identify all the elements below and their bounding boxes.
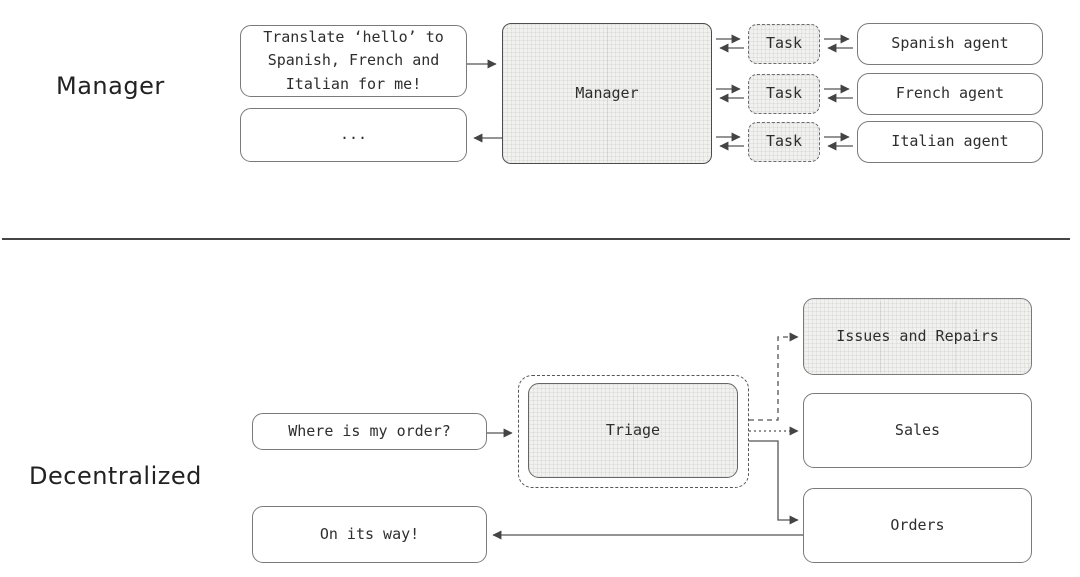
order-response-box: On its way! xyxy=(252,506,487,563)
section-divider xyxy=(2,238,1070,240)
user-prompt-text: Translate ‘hello’ to Spanish, French and… xyxy=(263,28,444,93)
agent-box-french: French agent xyxy=(857,73,1043,115)
agent-box-spanish: Spanish agent xyxy=(857,23,1043,65)
arrow-triage-to-issues-dashed xyxy=(749,332,799,421)
manager-hub-box: Manager xyxy=(502,23,712,164)
agent-box-orders: Orders xyxy=(803,488,1032,563)
arrow-triage-to-orders xyxy=(749,440,799,525)
task-box-1: Task xyxy=(748,24,820,64)
agent-box-issues-repairs: Issues and Repairs xyxy=(803,298,1032,375)
agent-box-italian: Italian agent xyxy=(857,121,1043,163)
decentralized-section-label: Decentralized xyxy=(29,462,202,490)
user-prompt-box: Translate ‘hello’ to Spanish, French and… xyxy=(240,25,467,97)
order-question-box: Where is my order? xyxy=(252,413,487,450)
task-box-3: Task xyxy=(748,122,820,162)
triage-outer-dashed-box xyxy=(518,375,749,488)
triage-hub-box: Triage xyxy=(528,383,738,478)
manager-section-label: Manager xyxy=(56,72,165,100)
task-box-2: Task xyxy=(748,74,820,114)
manager-response-box: ... xyxy=(240,108,467,162)
agent-box-sales: Sales xyxy=(803,393,1032,468)
